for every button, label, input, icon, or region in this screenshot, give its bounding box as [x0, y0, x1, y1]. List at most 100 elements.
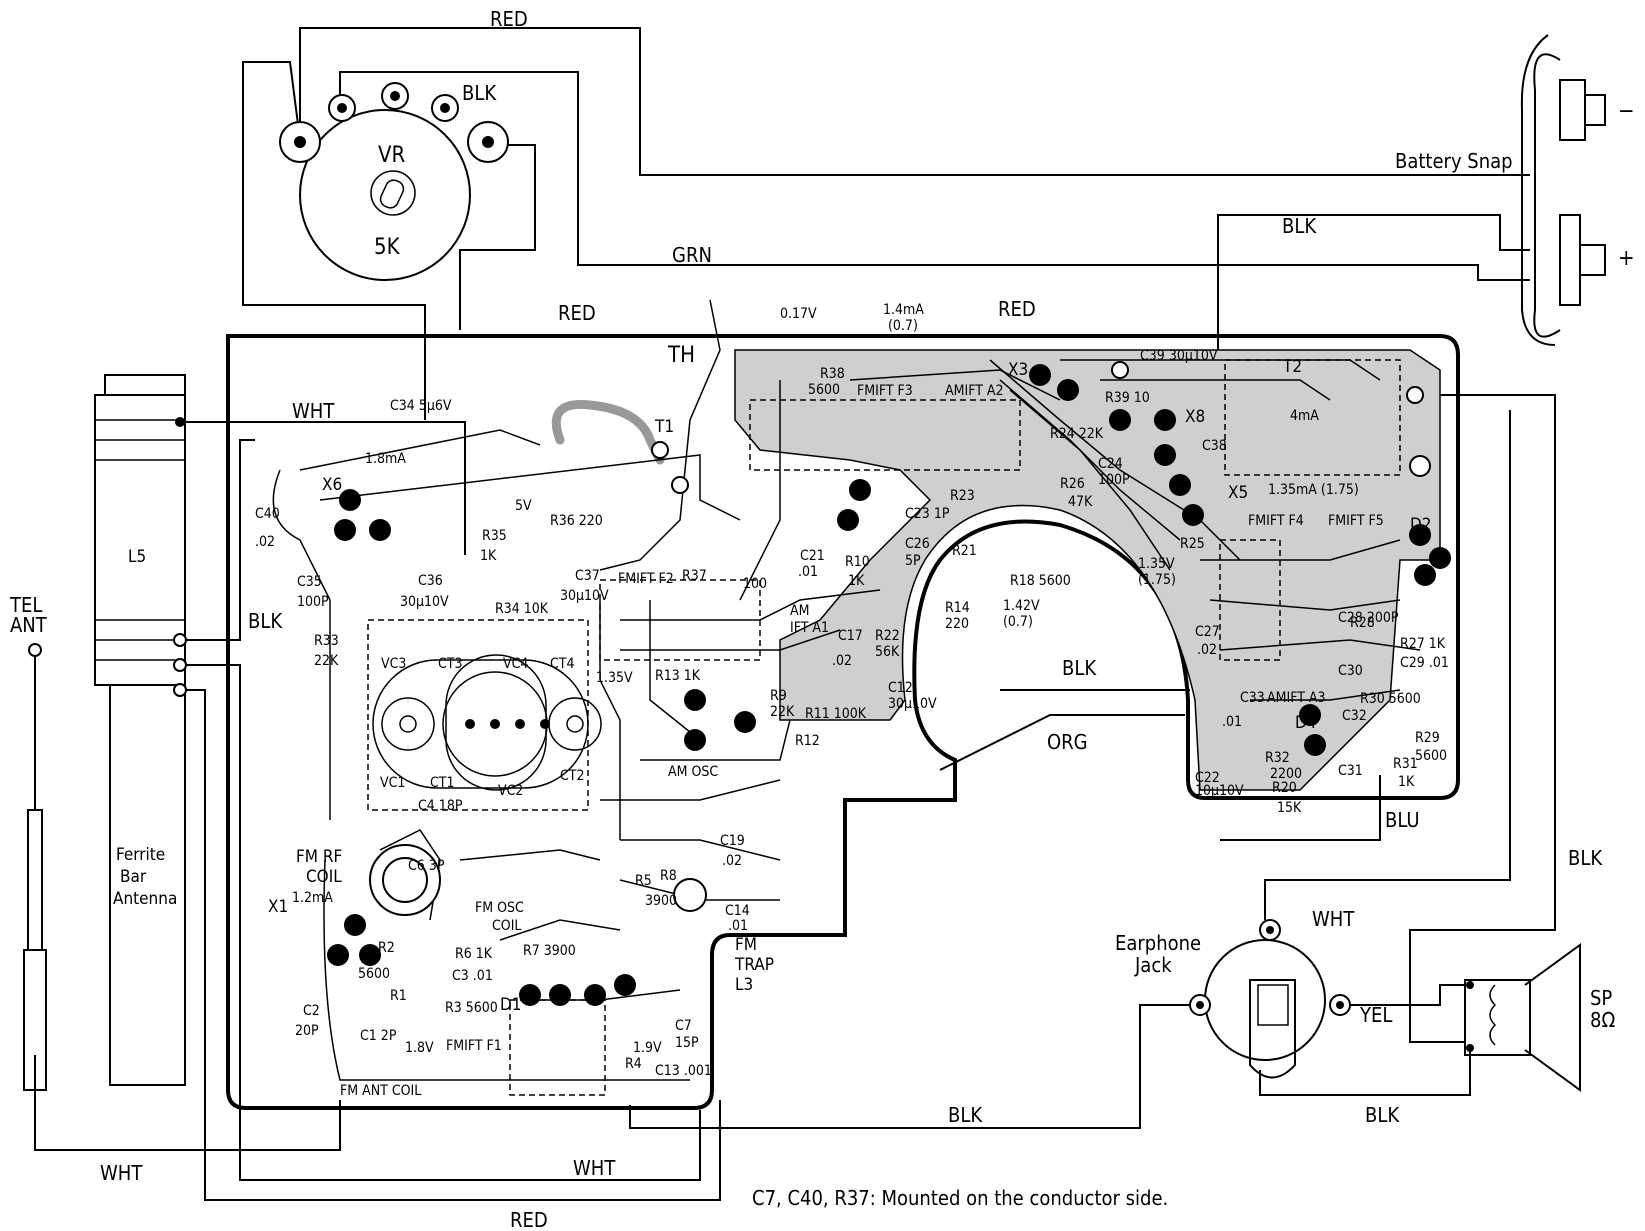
label-c24v: 100P — [1098, 472, 1130, 488]
label-r31: R31 — [1393, 756, 1418, 772]
label-v18: 1.8V — [405, 1040, 434, 1056]
label-v19: 1.9V — [633, 1040, 662, 1056]
label-c39: C39 30μ10V — [1140, 348, 1218, 364]
label-am-osc: AM OSC — [668, 764, 718, 780]
label-c3: C3 .01 — [452, 968, 493, 984]
label-r37v: 100 — [743, 576, 767, 592]
label-r29v: 5600 — [1415, 748, 1447, 764]
label-r20: R20 — [1272, 780, 1297, 796]
label-c12: C12 — [888, 680, 913, 696]
label-r26v: 47K — [1068, 494, 1093, 510]
wire-label-blk-bottom: BLK — [948, 1103, 983, 1127]
label-r5: R5 — [635, 873, 652, 889]
label-c38: C38 — [1202, 438, 1227, 454]
earphone-jack — [1189, 919, 1351, 1079]
label-r27: R27 1K — [1400, 636, 1446, 652]
telescopic-antenna — [23, 643, 47, 1091]
pcb-outline — [226, 334, 1460, 1110]
speaker — [1464, 943, 1581, 1092]
label-r14: R14 — [945, 600, 970, 616]
label-r10: R10 — [845, 554, 870, 570]
earphone-line2: Jack — [1134, 953, 1172, 977]
label-c40: C40 — [255, 506, 280, 522]
wire-label-red-bottom: RED — [510, 1208, 548, 1231]
label-fm-rf-coil-1: FM RF — [296, 847, 342, 867]
label-x5: X5 — [1228, 483, 1248, 503]
label-r3: R3 5600 — [445, 1000, 498, 1016]
label-r18: R18 5600 — [1010, 573, 1071, 589]
label-c30: C30 — [1338, 663, 1363, 679]
wire-label-wht-bottom-mid: WHT — [573, 1156, 616, 1180]
wire-label-blk-right: BLK — [1568, 846, 1603, 870]
label-v142: 1.42V — [1003, 598, 1040, 614]
label-r13: R13 1K — [655, 668, 701, 684]
label-x6: X6 — [322, 475, 342, 495]
label-r33v: 22K — [314, 653, 339, 669]
ferrite-line2: Bar — [120, 867, 147, 887]
label-c12v: 30μ10V — [888, 696, 937, 712]
label-am-ift-2: IFT A1 — [790, 620, 829, 636]
wire-label-red-top: RED — [490, 7, 528, 31]
label-r35v: 1K — [480, 548, 497, 564]
label-c37: C37 — [575, 568, 600, 584]
label-r36: R36 220 — [550, 513, 603, 529]
transistor-pads — [327, 364, 1451, 1006]
external-wires — [34, 27, 1556, 1201]
label-c21: C21 — [800, 548, 825, 564]
label-c33v: .01 — [1222, 714, 1242, 730]
label-c31: C31 — [1338, 763, 1363, 779]
label-r24: R24 22K — [1050, 426, 1104, 442]
tel-ant-line2: ANT — [10, 613, 48, 637]
label-r14v: 220 — [945, 616, 969, 632]
label-r2: R2 — [378, 940, 395, 956]
wire-label-blu: BLU — [1385, 808, 1420, 832]
label-c35: C35 — [297, 574, 322, 590]
label-v142b: (0.7) — [1003, 614, 1033, 630]
label-c35v: 100P — [297, 594, 329, 610]
wire-label-wht-top: WHT — [292, 399, 335, 423]
label-c36v: 30μ10V — [400, 594, 449, 610]
earphone-line1: Earphone — [1115, 931, 1201, 955]
label-ct4: CT4 — [550, 656, 575, 672]
label-c63p: C6 3P — [408, 858, 445, 874]
label-d1: D1 — [500, 995, 522, 1015]
vr-label: VR — [378, 143, 406, 168]
label-ct3: CT3 — [438, 656, 463, 672]
label-ma4: 4mA — [1290, 408, 1319, 424]
label-c33: C33 — [1240, 690, 1265, 706]
label-c13: C13 .001 — [655, 1063, 712, 1079]
wire-label-wht-bottom-left: WHT — [100, 1161, 143, 1185]
label-fm-trap-3: L3 — [735, 975, 753, 995]
t1-label: T1 — [654, 417, 674, 437]
battery-plus: + — [1618, 246, 1635, 271]
speaker-line1: SP — [1590, 986, 1612, 1010]
label-c28: C28 200P — [1338, 610, 1399, 626]
label-ma14: 1.4mA — [883, 302, 924, 318]
label-v135c: (1.75) — [1138, 572, 1176, 588]
label-fm-trap-2: TRAP — [734, 955, 774, 975]
label-fm-osc-coil-1: FM OSC — [475, 900, 524, 916]
label-ma14b: (0.7) — [888, 318, 918, 334]
battery-snap — [1520, 34, 1606, 346]
label-c26: C26 — [905, 536, 930, 552]
label-r9v: 22K — [770, 704, 795, 720]
label-r21: R21 — [952, 543, 977, 559]
label-d2: D2 — [1410, 515, 1432, 535]
label-x3: X3 — [1008, 360, 1028, 380]
label-r2v: 5600 — [358, 966, 390, 982]
label-r25: R25 — [1180, 536, 1205, 552]
label-r34: R34 10K — [495, 601, 549, 617]
label-r38: R38 — [820, 366, 845, 382]
label-c23: C23 1P — [905, 506, 950, 522]
label-c17: C17 — [838, 628, 863, 644]
label-ma18: 1.8mA — [365, 451, 406, 467]
ferrite-line3: Antenna — [113, 889, 177, 909]
label-r10v: 1K — [848, 573, 865, 589]
label-vc1: VC1 — [380, 775, 405, 791]
label-r33: R33 — [314, 633, 339, 649]
label-c32: C32 — [1342, 708, 1367, 724]
label-c7v: 15P — [675, 1035, 699, 1051]
wire-label-blk-left: BLK — [248, 609, 283, 633]
t2-label: T2 — [1282, 357, 1302, 377]
